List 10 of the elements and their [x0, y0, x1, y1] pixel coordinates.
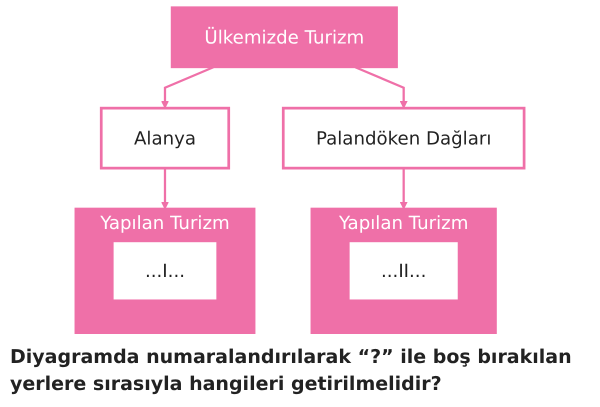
node-box: ...I...: [110, 239, 220, 302]
node-box: Ülkemizde Turizm: [170, 6, 398, 68]
question-text: Diyagramda numaralandırılarak “?” ile boş bırakılan yerlere sırasıyla hangileri getirilmelidir?: [9, 344, 573, 398]
node-box: ...II...: [346, 239, 460, 302]
arrow: [354, 66, 408, 109]
arrow: [400, 168, 408, 210]
node-box: Alanya: [100, 106, 230, 170]
arrow: [161, 168, 169, 210]
node-box: Palandöken Dağları: [282, 106, 526, 170]
arrow: [161, 66, 214, 109]
